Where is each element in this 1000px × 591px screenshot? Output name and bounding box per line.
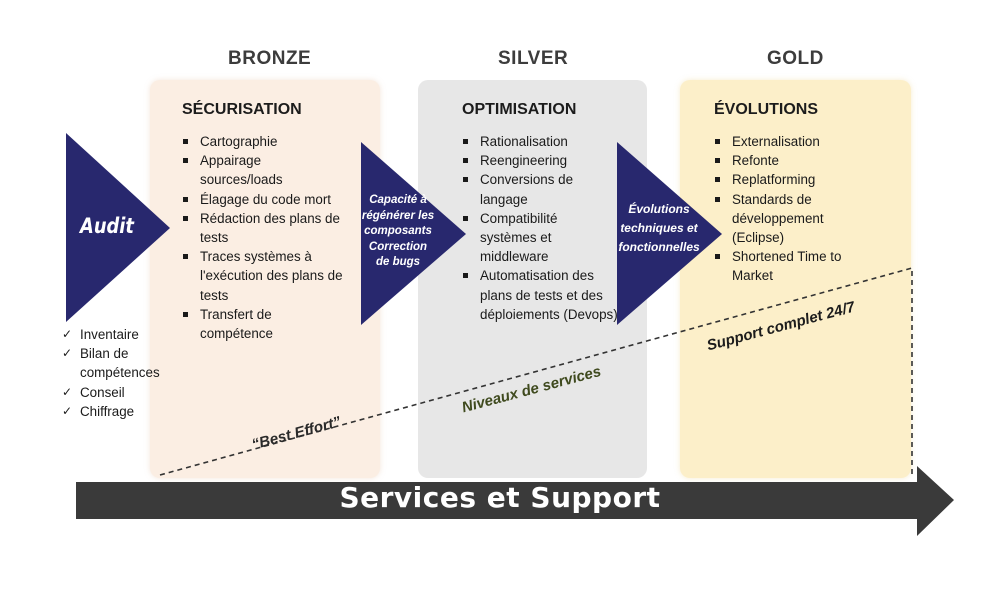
silver-gold-caption: Évolutions techniques et fonctionnelles (618, 200, 700, 257)
check-item: ✓ Chiffrage (62, 402, 182, 421)
list-item: Standards de développement (Eclipse) (714, 190, 842, 248)
services-bar-arrow (76, 466, 954, 536)
gold-title: ÉVOLUTIONS (714, 101, 819, 118)
tier-silver-label: SILVER (498, 48, 569, 69)
list-item: Replatforming (714, 170, 869, 189)
bronze-panel (150, 80, 380, 478)
caption-line: composants (364, 225, 432, 237)
list-item: Conversions de langage (462, 170, 595, 208)
check-label: Inventaire (80, 327, 139, 342)
services-support-title: Services et Support (339, 481, 661, 514)
caption-line: Capacité à (369, 194, 427, 206)
list-item: Compatibilité systèmes et middleware (462, 209, 580, 267)
check-icon: ✓ (62, 384, 73, 399)
list-item: Traces systèmes à l'exécution des plans … (182, 247, 357, 305)
list-item: Shortened Time to Market (714, 247, 867, 285)
check-item: ✓ Bilan de compétences (62, 344, 182, 382)
list-item: Reengineering (462, 151, 622, 170)
check-label: Conseil (80, 384, 125, 400)
silver-title: OPTIMISATION (462, 101, 577, 118)
audit-checklist: ✓ Inventaire ✓ Bilan de compétences ✓ Conse… (62, 325, 182, 421)
list-item: Automatisation des plans de tests et des… (462, 266, 622, 324)
caption-line: de bugs (375, 256, 421, 268)
check-icon: ✓ (62, 403, 73, 418)
tier-bronze-label: BRONZE (228, 48, 312, 69)
audit-label: Audit (80, 214, 134, 238)
check-label: Chiffrage (80, 403, 135, 419)
check-icon: ✓ (62, 346, 73, 361)
list-item: Rationalisation (462, 132, 622, 151)
caption-line: régénérer les (361, 209, 435, 222)
caption-line: Correction (368, 240, 428, 253)
gold-list: Externalisation Refonte Replatforming St… (714, 132, 869, 286)
silver-panel (418, 80, 647, 478)
silver-list: Rationalisation Reengineering Conversion… (462, 132, 622, 324)
list-item: Rédaction des plans de tests (182, 209, 357, 247)
bronze-list: Cartographie Appairage sources/loads Éla… (182, 132, 357, 343)
list-item: Appairage sources/loads (182, 151, 310, 189)
list-item: Transfert de compétence (182, 305, 310, 343)
bronze-title: SÉCURISATION (182, 101, 302, 118)
caption-line: fonctionnelles (618, 240, 700, 254)
list-item: Élagage du code mort (182, 190, 357, 209)
check-label: Bilan de compétences (80, 346, 160, 381)
caption-line: techniques et (620, 221, 698, 235)
bronze-silver-arrow (361, 142, 466, 325)
tier-gold-label: GOLD (767, 48, 824, 69)
list-item: Refonte (714, 151, 869, 170)
list-item: Cartographie (182, 132, 357, 151)
check-item: ✓ Inventaire (62, 325, 182, 344)
list-item: Externalisation (714, 132, 869, 151)
bronze-silver-caption: Capacité à régénérer les composants Corr… (360, 193, 436, 271)
caption-line: Évolutions (628, 202, 690, 216)
silver-gold-arrow (617, 142, 722, 325)
check-item: ✓ Conseil (62, 383, 182, 402)
audit-arrow (66, 133, 170, 322)
check-icon: ✓ (62, 327, 73, 341)
